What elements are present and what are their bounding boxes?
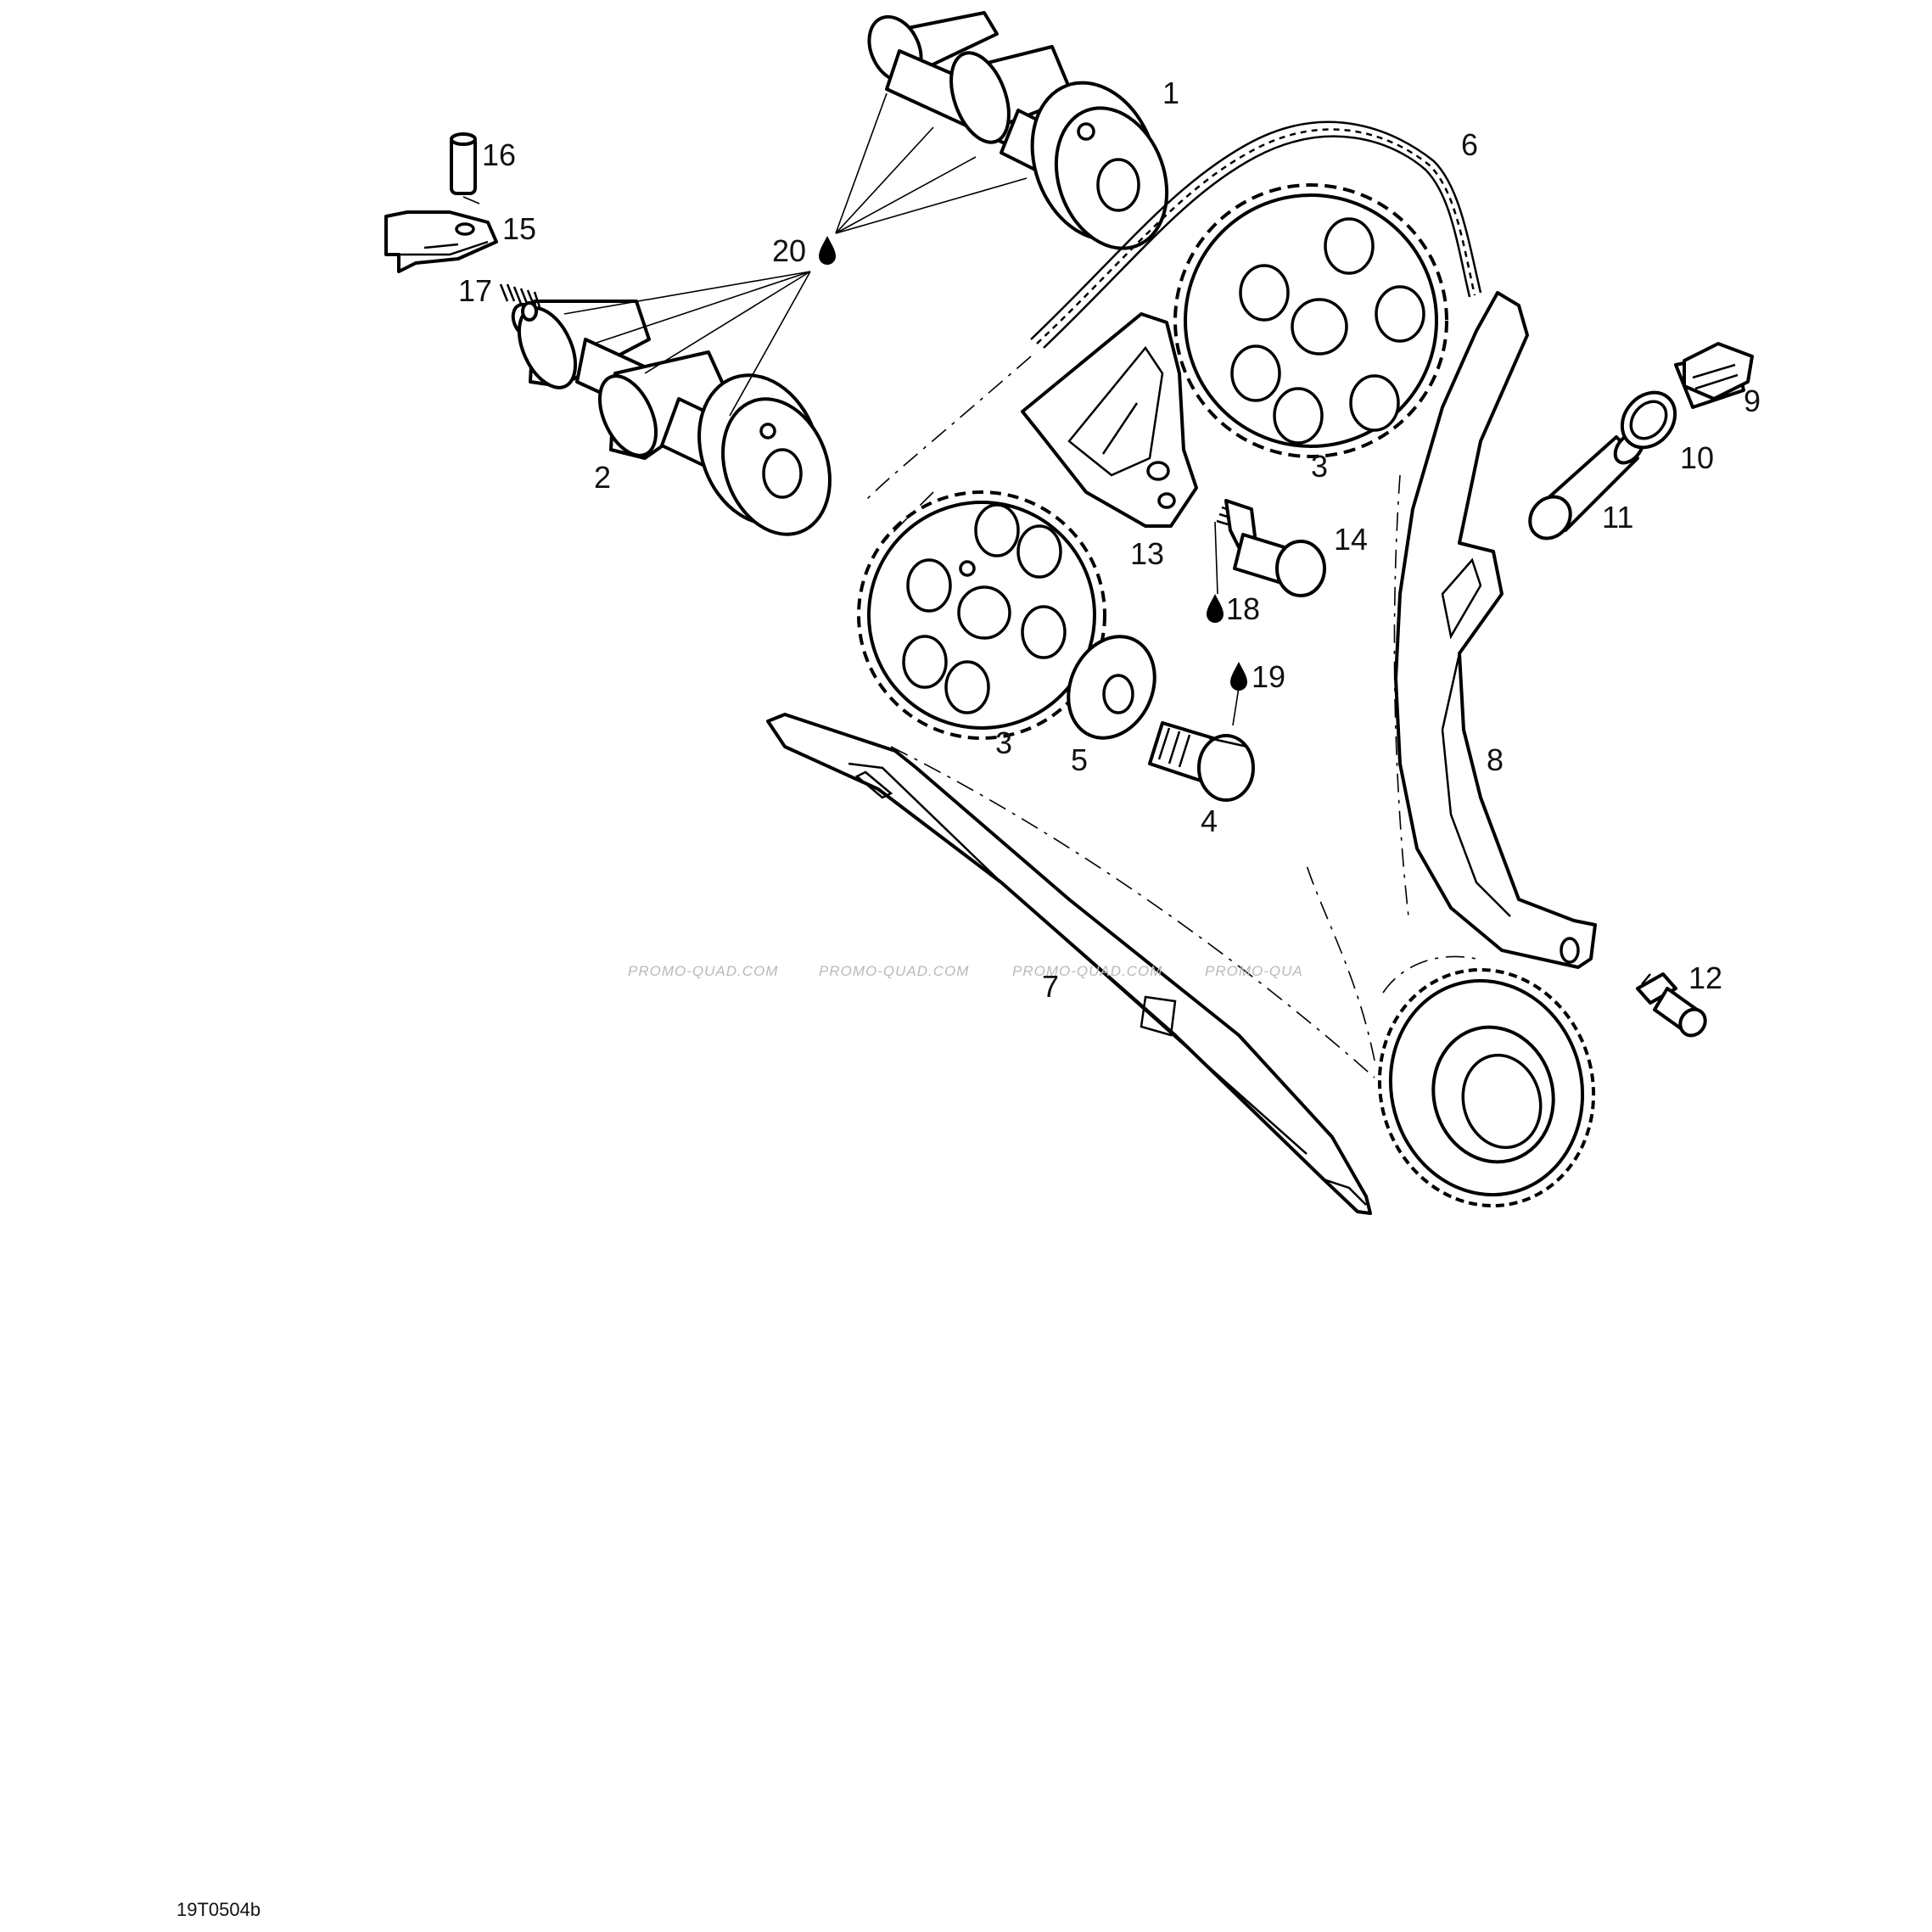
timing-chain-6 (865, 120, 1482, 501)
callout-13: 13 (1130, 536, 1164, 571)
callout-9: 9 (1744, 384, 1761, 418)
callout-4: 4 (1201, 804, 1218, 838)
camshaft-2 (511, 300, 832, 536)
screw-12 (1636, 972, 1707, 1038)
bolt-4 (1148, 721, 1255, 802)
watermark-text: PROMO-QUAD.COM (1012, 963, 1162, 979)
callout-5: 5 (1071, 742, 1088, 777)
callout-17: 17 (458, 273, 492, 308)
callout-7: 7 (1042, 969, 1059, 1004)
seal-ring-10 (1620, 390, 1677, 450)
callout-12: 12 (1688, 960, 1722, 995)
callout-14: 14 (1334, 522, 1368, 557)
callout-3-upper: 3 (1311, 449, 1328, 484)
chain-guide-7 (766, 713, 1372, 1215)
callout-leaders (462, 196, 1240, 726)
washer-5 (1067, 635, 1156, 740)
lever-15 (384, 210, 498, 273)
camshaft-1 (867, 11, 1169, 250)
callout-20: 20 (772, 233, 806, 268)
oil-drop-icon (1207, 594, 1224, 623)
sprocket-3-upper (1173, 183, 1448, 458)
plug-screw-9 (1674, 342, 1754, 409)
callout-6: 6 (1461, 127, 1478, 162)
callout-1: 1 (1162, 76, 1179, 110)
chain-guide-13 (1021, 312, 1198, 528)
callout-20-leaders (563, 92, 1028, 417)
callout-11: 11 (1602, 500, 1633, 535)
sprocket-3-lower (857, 490, 1106, 740)
oil-drop-icons (819, 236, 1247, 691)
watermark-text: PROMO-QUAD.COM (628, 963, 778, 979)
callout-15: 15 (502, 211, 536, 246)
drawing-code: 19T0504b (176, 1899, 260, 1920)
callout-10: 10 (1680, 440, 1714, 475)
watermark-text: PROMO-QUAD.COM (819, 963, 969, 979)
oil-drop-icon (1230, 662, 1247, 691)
tensioner-guide-8 (1394, 291, 1597, 969)
pin-16 (450, 132, 477, 195)
callout-18: 18 (1226, 591, 1260, 626)
chain-path-phantom-lines (882, 474, 1409, 1078)
callout-8: 8 (1487, 742, 1504, 777)
crankshaft-gear (1306, 865, 1596, 1208)
spring-17 (499, 283, 541, 322)
callout-16: 16 (482, 137, 516, 172)
watermark-text: PROMO-QUA (1205, 963, 1303, 979)
callout-19: 19 (1252, 659, 1285, 694)
callout-3-lower: 3 (995, 725, 1012, 760)
watermark: PROMO-QUAD.COM PROMO-QUAD.COM PROMO-QUAD… (628, 963, 1303, 979)
callout-labels: 1 2 3 3 4 5 6 7 8 9 10 11 12 13 14 15 16… (458, 76, 1761, 1004)
callout-2: 2 (594, 460, 611, 495)
oil-drop-icon (819, 236, 836, 265)
bolt-14 (1216, 499, 1326, 597)
